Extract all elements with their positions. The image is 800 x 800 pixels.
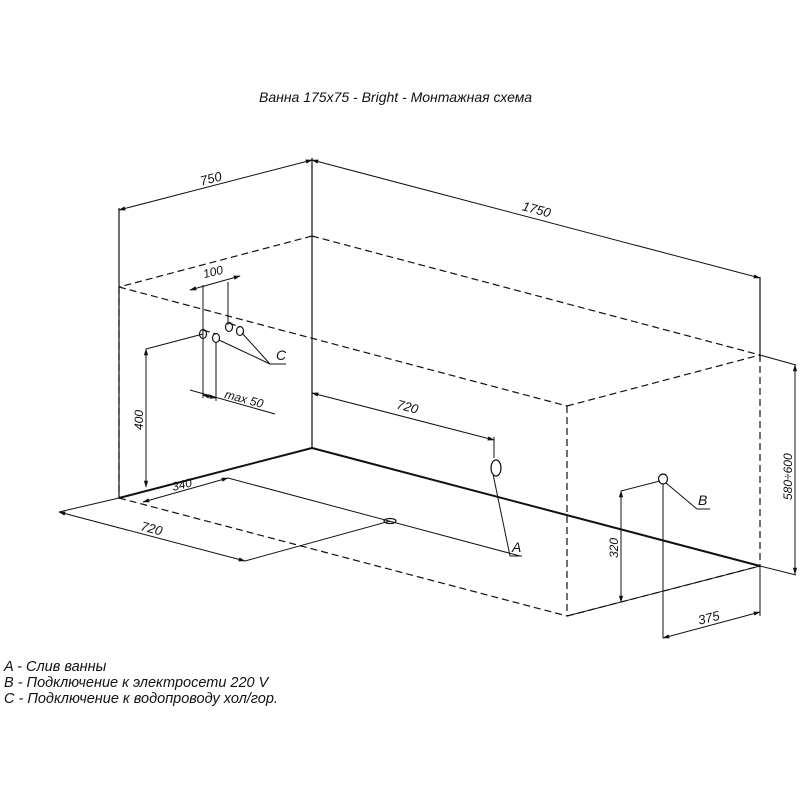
drain-floor-offset-label: 340	[170, 475, 193, 494]
dimension-width-label: 750	[199, 168, 224, 188]
marker-a: A	[511, 539, 521, 555]
total-height-label: 580÷600	[781, 453, 795, 500]
pipe-spacing-label: 100	[202, 263, 225, 282]
pipe-offset-label: max 50	[223, 387, 265, 411]
marker-c: C	[276, 347, 287, 363]
dimension-length-label: 1750	[521, 198, 554, 220]
legend-item-c: C - Подключение к водопроводу хол/гор.	[4, 691, 278, 707]
dimension-length-1750: 1750	[311, 159, 761, 279]
electric-height-label: 320	[607, 538, 621, 558]
drain-from-wall-label: 720	[395, 397, 421, 417]
dimension-total-height: 580÷600	[759, 354, 798, 576]
floor-depth-label: 720	[139, 518, 165, 538]
water-height-label: 400	[132, 410, 146, 430]
legend-item-b: B - Подключение к электросети 220 V	[4, 675, 269, 691]
floor-dimensions: 340 720	[58, 475, 521, 562]
dimension-width-750: 750	[118, 159, 313, 211]
water-supply-pipes: 100 max 50 C	[189, 263, 287, 415]
electric-b: B 320 375	[566, 473, 761, 639]
dimension-water-height-400: 400	[132, 333, 204, 488]
legend-item-a: A - Слив ванны	[4, 659, 107, 675]
legend: A - Слив ванны B - Подключение к электро…	[4, 659, 278, 707]
marker-b: B	[698, 492, 707, 508]
electric-from-end-label: 375	[696, 608, 721, 628]
drain-a: 720 A	[311, 392, 522, 557]
diagram-title: Ванна 175x75 - Bright - Монтажная схема	[259, 89, 533, 105]
wall-lines	[118, 158, 761, 567]
